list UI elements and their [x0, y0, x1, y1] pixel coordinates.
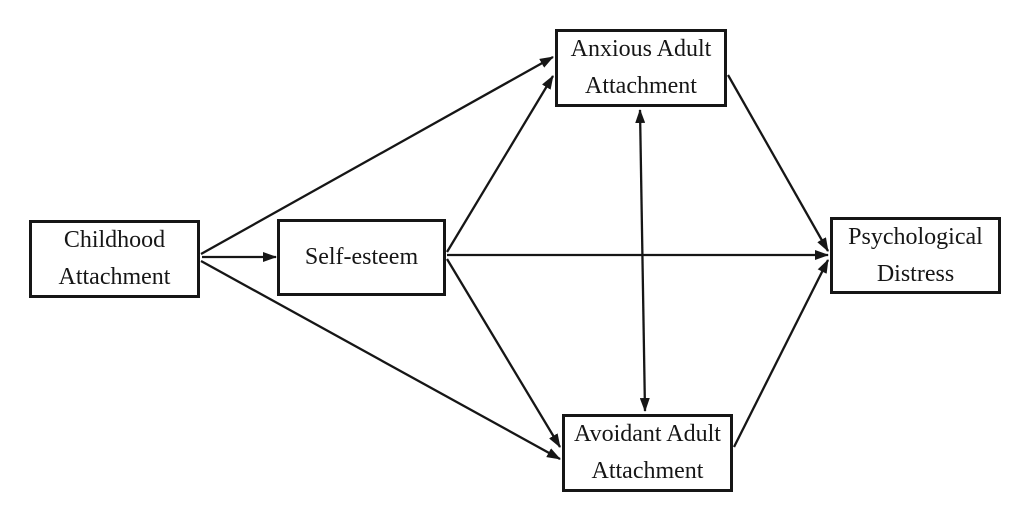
- node-label-line: Psychological: [848, 223, 983, 250]
- edge-anxious-avoidant-covariance: [635, 109, 650, 412]
- edge-self-esteem-to-avoidant: [446, 258, 561, 448]
- edge-anxious-to-distress: [727, 74, 829, 252]
- node-label-line: Anxious Adult: [570, 36, 712, 62]
- node-label-line: Attachment: [591, 458, 704, 484]
- node-label-line: Avoidant Adult: [574, 421, 721, 447]
- edge-avoidant-to-distress: [732, 259, 830, 448]
- edge-childhood-to-avoidant: [200, 259, 561, 461]
- node-label-line: Attachment: [585, 73, 697, 99]
- edge-self-esteem-to-anxious: [446, 75, 554, 253]
- node-avoidant-adult-attachment: Avoidant Adult Attachment: [562, 414, 733, 492]
- node-label-line: Attachment: [58, 264, 171, 290]
- node-label-line: Childhood: [63, 227, 166, 253]
- node-anxious-adult-attachment: Anxious Adult Attachment: [555, 29, 727, 107]
- node-label-line: Self-esteem: [304, 244, 419, 270]
- node-childhood-attachment: Childhood Attachment: [29, 220, 200, 298]
- node-label-line: Distress: [876, 260, 955, 287]
- node-psychological-distress: Psychological Distress: [830, 217, 1001, 294]
- edge-childhood-to-anxious: [200, 55, 554, 256]
- node-self-esteem: Self-esteem: [277, 219, 446, 296]
